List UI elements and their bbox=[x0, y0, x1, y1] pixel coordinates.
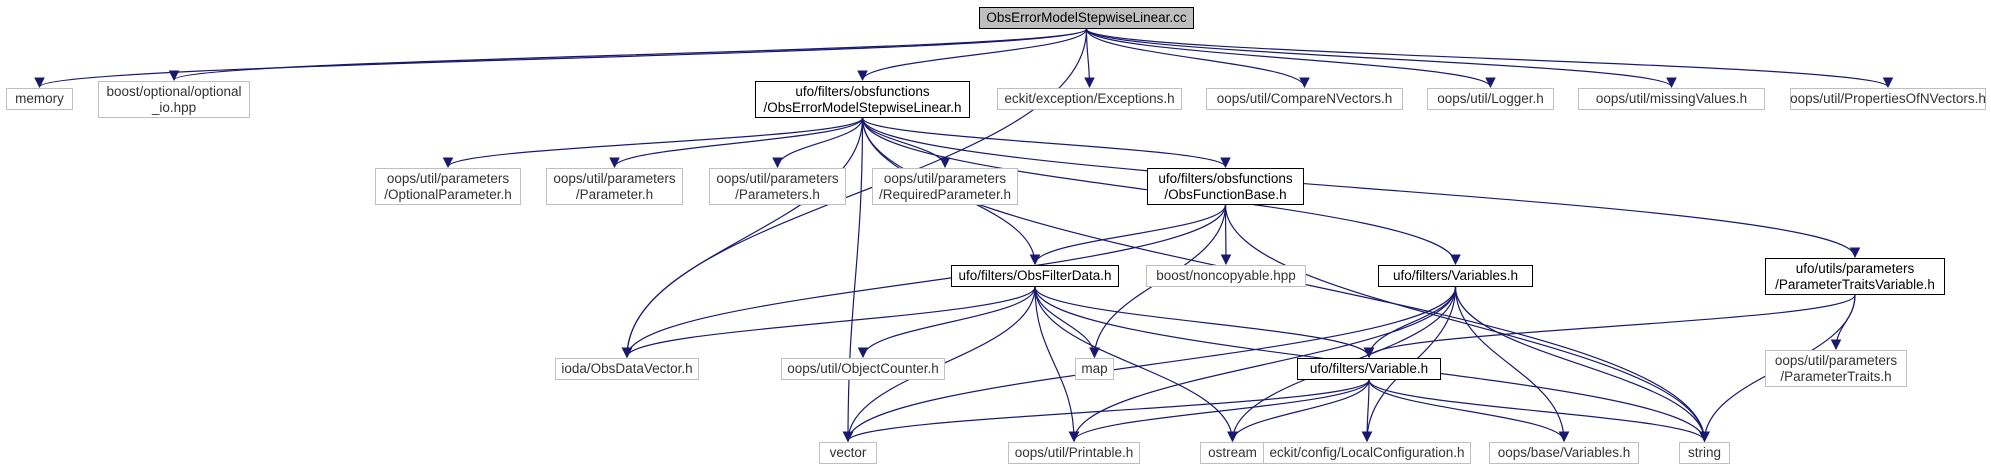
node-label: ufo/filters/Variables.h bbox=[1392, 268, 1519, 283]
node-label: oops/util/CompareNVectors.h bbox=[1216, 91, 1393, 106]
node-label: string bbox=[1687, 445, 1721, 460]
edge-oeml-h-to-reqparam bbox=[861, 117, 951, 169]
node-ioda[interactable]: ioda/ObsDataVector.h bbox=[555, 358, 699, 380]
edge-variable-to-printable bbox=[1068, 379, 1370, 443]
edge-oeml-h-to-param bbox=[609, 117, 864, 169]
edge-ofd-to-ostream bbox=[1034, 286, 1238, 443]
edge-variable-to-string bbox=[1368, 379, 1710, 443]
node-label: oops/util/missingValues.h bbox=[1595, 91, 1748, 106]
node-ptraits[interactable]: oops/util/parameters /ParameterTraits.h bbox=[1765, 350, 1907, 387]
edge-ofd-to-printable bbox=[1034, 286, 1080, 443]
edge-vars-to-basevars bbox=[1454, 286, 1570, 443]
node-basevars[interactable]: oops/base/Variables.h bbox=[1489, 442, 1639, 464]
node-label: oops/util/Printable.h bbox=[1014, 445, 1134, 460]
node-label: boost/optional/optional _io.hpp bbox=[106, 83, 242, 115]
node-optparam[interactable]: oops/util/parameters /OptionalParameter.… bbox=[375, 168, 521, 205]
node-params[interactable]: oops/util/parameters /Parameters.h bbox=[709, 168, 846, 205]
node-label: oops/util/parameters /Parameter.h bbox=[553, 170, 676, 202]
edge-oeml-h-to-ofb bbox=[861, 117, 1231, 169]
edge-root-to-eckit-exc bbox=[1084, 28, 1095, 89]
node-eckit-exc[interactable]: eckit/exception/Exceptions.h bbox=[997, 88, 1182, 110]
node-ostream[interactable]: ostream bbox=[1200, 442, 1265, 464]
edge-ptv-to-variable bbox=[1363, 294, 1856, 359]
node-label: boost/noncopyable.hpp bbox=[1156, 268, 1296, 283]
edge-ofd-to-variable bbox=[1034, 286, 1375, 359]
node-ptv[interactable]: ufo/utils/parameters /ParameterTraitsVar… bbox=[1765, 258, 1945, 295]
edge-vars-to-vector bbox=[842, 286, 1457, 443]
edge-root-to-missing bbox=[1085, 28, 1677, 89]
edge-oeml-h-to-optparam bbox=[442, 117, 864, 169]
edge-ofb-to-noncopy bbox=[1220, 204, 1232, 266]
node-label: oops/util/Logger.h bbox=[1437, 91, 1544, 106]
edge-variable-to-localconf bbox=[1361, 379, 1373, 443]
node-vars[interactable]: ufo/filters/Variables.h bbox=[1378, 265, 1533, 287]
edge-root-to-propsnv bbox=[1085, 28, 1894, 89]
edge-ofb-to-ioda bbox=[621, 204, 1227, 359]
node-label: ObsErrorModelStepwiseLinear.cc bbox=[986, 10, 1187, 25]
node-label: oops/util/parameters /Parameters.h bbox=[716, 170, 839, 202]
node-label: vector bbox=[829, 445, 867, 460]
node-label: ufo/utils/parameters /ParameterTraitsVar… bbox=[1775, 260, 1935, 292]
node-missing[interactable]: oops/util/missingValues.h bbox=[1578, 88, 1765, 110]
edge-root-to-compare bbox=[1085, 28, 1310, 89]
node-map[interactable]: map bbox=[1075, 358, 1114, 380]
node-param[interactable]: oops/util/parameters /Parameter.h bbox=[546, 168, 683, 205]
node-printable[interactable]: oops/util/Printable.h bbox=[1008, 442, 1140, 464]
node-variable[interactable]: ufo/filters/Variable.h bbox=[1297, 358, 1441, 380]
edge-root-to-logger bbox=[1085, 28, 1496, 89]
edge-root-to-oeml-h bbox=[857, 28, 1088, 82]
node-label: ufo/filters/obsfunctions /ObsFunctionBas… bbox=[1158, 170, 1293, 202]
node-memory[interactable]: memory bbox=[6, 88, 73, 110]
node-vector[interactable]: vector bbox=[819, 442, 877, 464]
node-ofb[interactable]: ufo/filters/obsfunctions /ObsFunctionBas… bbox=[1147, 168, 1304, 205]
node-label: eckit/exception/Exceptions.h bbox=[1004, 91, 1175, 106]
node-objcount[interactable]: oops/util/ObjectCounter.h bbox=[781, 358, 945, 380]
node-string[interactable]: string bbox=[1679, 442, 1730, 464]
node-label: oops/util/parameters /OptionalParameter.… bbox=[384, 170, 512, 202]
edge-root-to-boost-opt bbox=[169, 28, 1088, 82]
edge-ofd-to-objcount bbox=[857, 286, 1036, 359]
edge-ofd-to-ioda bbox=[621, 286, 1036, 359]
edge-oeml-h-to-vector bbox=[842, 117, 864, 443]
edge-root-to-memory bbox=[34, 28, 1088, 89]
node-ofd[interactable]: ufo/filters/ObsFilterData.h bbox=[951, 265, 1119, 287]
node-reqparam[interactable]: oops/util/parameters /RequiredParameter.… bbox=[872, 168, 1018, 205]
edge-oeml-h-to-params bbox=[772, 117, 864, 169]
node-noncopy[interactable]: boost/noncopyable.hpp bbox=[1146, 265, 1306, 287]
node-root[interactable]: ObsErrorModelStepwiseLinear.cc bbox=[979, 7, 1194, 29]
node-label: eckit/config/LocalConfiguration.h bbox=[1269, 445, 1465, 460]
node-boost-opt[interactable]: boost/optional/optional _io.hpp bbox=[98, 81, 250, 118]
node-oeml-h[interactable]: ufo/filters/obsfunctions /ObsErrorModelS… bbox=[755, 81, 970, 118]
node-label: memory bbox=[15, 91, 64, 106]
edge-vars-to-printable bbox=[1068, 286, 1457, 443]
node-logger[interactable]: oops/util/Logger.h bbox=[1427, 88, 1554, 110]
node-label: ioda/ObsDataVector.h bbox=[561, 361, 693, 376]
edge-variable-to-basevars bbox=[1368, 379, 1570, 443]
node-label: ostream bbox=[1208, 445, 1257, 460]
edge-oeml-h-to-ioda bbox=[621, 117, 864, 359]
node-label: ufo/filters/obsfunctions /ObsErrorModelS… bbox=[763, 83, 962, 115]
node-label: oops/base/Variables.h bbox=[1497, 445, 1631, 460]
edge-oeml-h-to-ptv bbox=[861, 117, 1861, 259]
edge-ofb-to-ofd bbox=[1029, 204, 1227, 266]
node-label: oops/util/ObjectCounter.h bbox=[787, 361, 939, 376]
node-propsnv[interactable]: oops/util/PropertiesOfNVectors.h bbox=[1790, 88, 1986, 110]
node-label: map bbox=[1081, 361, 1108, 376]
edge-variable-to-vector bbox=[842, 379, 1370, 443]
edge-ofd-to-map bbox=[1034, 286, 1100, 359]
node-label: oops/util/PropertiesOfNVectors.h bbox=[1790, 91, 1986, 106]
node-label: ufo/filters/ObsFilterData.h bbox=[958, 268, 1112, 283]
node-label: oops/util/parameters /ParameterTraits.h bbox=[1774, 352, 1898, 384]
edge-ofb-to-string bbox=[1224, 204, 1710, 443]
edge-vars-to-variable bbox=[1363, 286, 1457, 359]
edge-variable-to-ostream bbox=[1227, 379, 1370, 443]
node-label: oops/util/parameters /RequiredParameter.… bbox=[878, 170, 1012, 202]
edge-vars-to-string bbox=[1454, 286, 1710, 443]
node-localconf[interactable]: eckit/config/LocalConfiguration.h bbox=[1263, 442, 1471, 464]
node-label: ufo/filters/Variable.h bbox=[1309, 361, 1429, 376]
node-compare[interactable]: oops/util/CompareNVectors.h bbox=[1206, 88, 1403, 110]
